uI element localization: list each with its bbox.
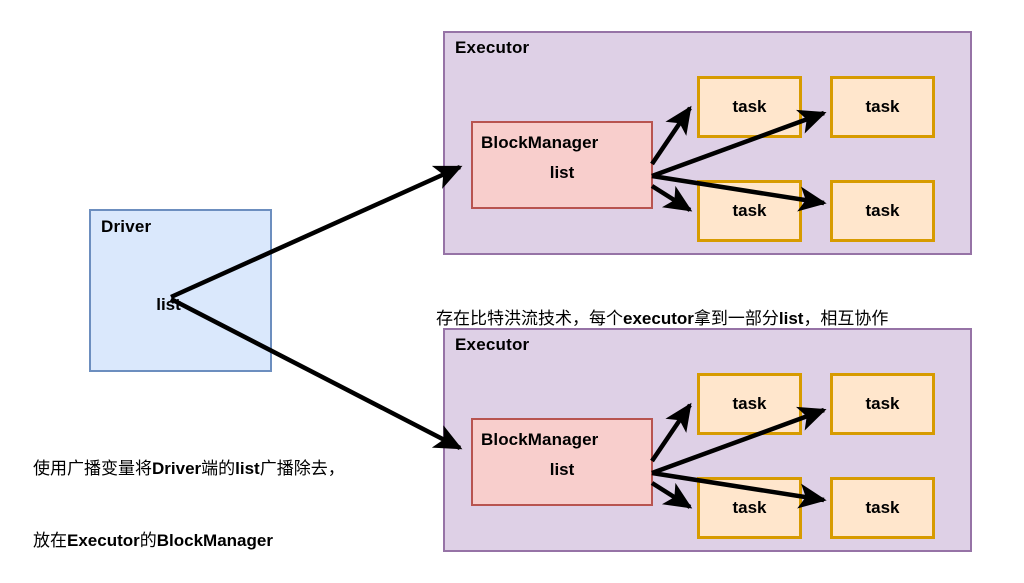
driver-list-variable: list bbox=[156, 295, 181, 314]
task-box[interactable]: task bbox=[830, 76, 935, 138]
task-box[interactable]: task bbox=[697, 477, 802, 539]
blockmanager-box[interactable]: BlockManager list bbox=[471, 121, 653, 209]
executor-box-1[interactable]: Executor BlockManager list task task tas… bbox=[443, 31, 972, 255]
executor-box-2[interactable]: Executor BlockManager list task task tas… bbox=[443, 328, 972, 552]
blockmanager-title: BlockManager bbox=[481, 430, 599, 449]
blockmanager-box[interactable]: BlockManager list bbox=[471, 418, 653, 506]
task-box[interactable]: task bbox=[697, 180, 802, 242]
driver-box[interactable]: Driver list bbox=[89, 209, 272, 372]
task-box[interactable]: task bbox=[830, 180, 935, 242]
driver-title: Driver bbox=[101, 217, 152, 236]
blockmanager-list-variable: list bbox=[549, 460, 575, 479]
blockmanager-list-variable: list bbox=[549, 163, 575, 182]
annotation-middle: 存在比特洪流技术，每个executor拿到一部分list，相互协作 bbox=[419, 283, 888, 355]
executor-title: Executor bbox=[455, 335, 530, 354]
annotation-bottom-left-line-2: 放在Executor的BlockManager bbox=[33, 531, 273, 550]
task-box[interactable]: task bbox=[697, 373, 802, 435]
task-box[interactable]: task bbox=[697, 76, 802, 138]
executor-title: Executor bbox=[455, 38, 530, 57]
annotation-middle-line: 存在比特洪流技术，每个executor拿到一部分list，相互协作 bbox=[436, 309, 889, 328]
blockmanager-title: BlockManager bbox=[481, 133, 599, 152]
task-box[interactable]: task bbox=[830, 477, 935, 539]
task-box[interactable]: task bbox=[830, 373, 935, 435]
annotation-bottom-left-line-1: 使用广播变量将Driver端的list广播除去， bbox=[33, 459, 345, 478]
annotation-bottom-left: 使用广播变量将Driver端的list广播除去， 放在Executor的Bloc… bbox=[33, 409, 345, 583]
